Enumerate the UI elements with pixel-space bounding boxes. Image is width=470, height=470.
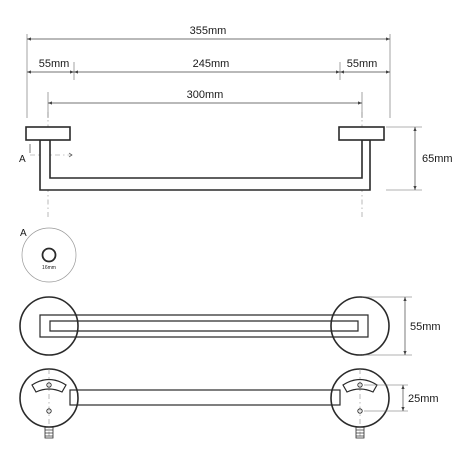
left-offset-label: 55mm xyxy=(39,58,70,70)
mount-centers-label: 300mm xyxy=(187,89,224,101)
back-view: 25mm xyxy=(19,368,439,439)
detail-a-title: A xyxy=(20,228,27,239)
back-bar xyxy=(69,389,341,406)
top-dimensions: 355mm 55mm 245mm 55mm 300mm xyxy=(26,25,391,118)
tube-diameter-label: 16mm xyxy=(42,265,56,271)
height-label: 65mm xyxy=(422,153,453,165)
section-marker-a: A xyxy=(19,154,26,165)
top-view: 55mm xyxy=(19,296,441,356)
top-bar-outer xyxy=(39,314,369,338)
right-mount-bracket-icon xyxy=(342,369,378,439)
screw-spacing-label: 25mm xyxy=(408,393,439,405)
left-wall-mount xyxy=(25,126,71,141)
top-right-rosette xyxy=(330,296,390,356)
right-wall-mount xyxy=(338,126,385,141)
front-view: A 65mm xyxy=(19,112,453,218)
bar-length-label: 245mm xyxy=(193,58,230,70)
towel-bar-profile xyxy=(39,139,371,191)
top-bar-inner xyxy=(49,320,359,332)
right-offset-label: 55mm xyxy=(347,58,378,70)
top-left-rosette xyxy=(19,296,79,356)
detail-a-tube-section xyxy=(41,247,57,263)
rosette-diameter-label: 55mm xyxy=(410,321,441,333)
left-mount-bracket-icon xyxy=(31,369,67,439)
detail-a: A 16mm xyxy=(20,227,77,283)
overall-width-label: 355mm xyxy=(190,25,227,37)
